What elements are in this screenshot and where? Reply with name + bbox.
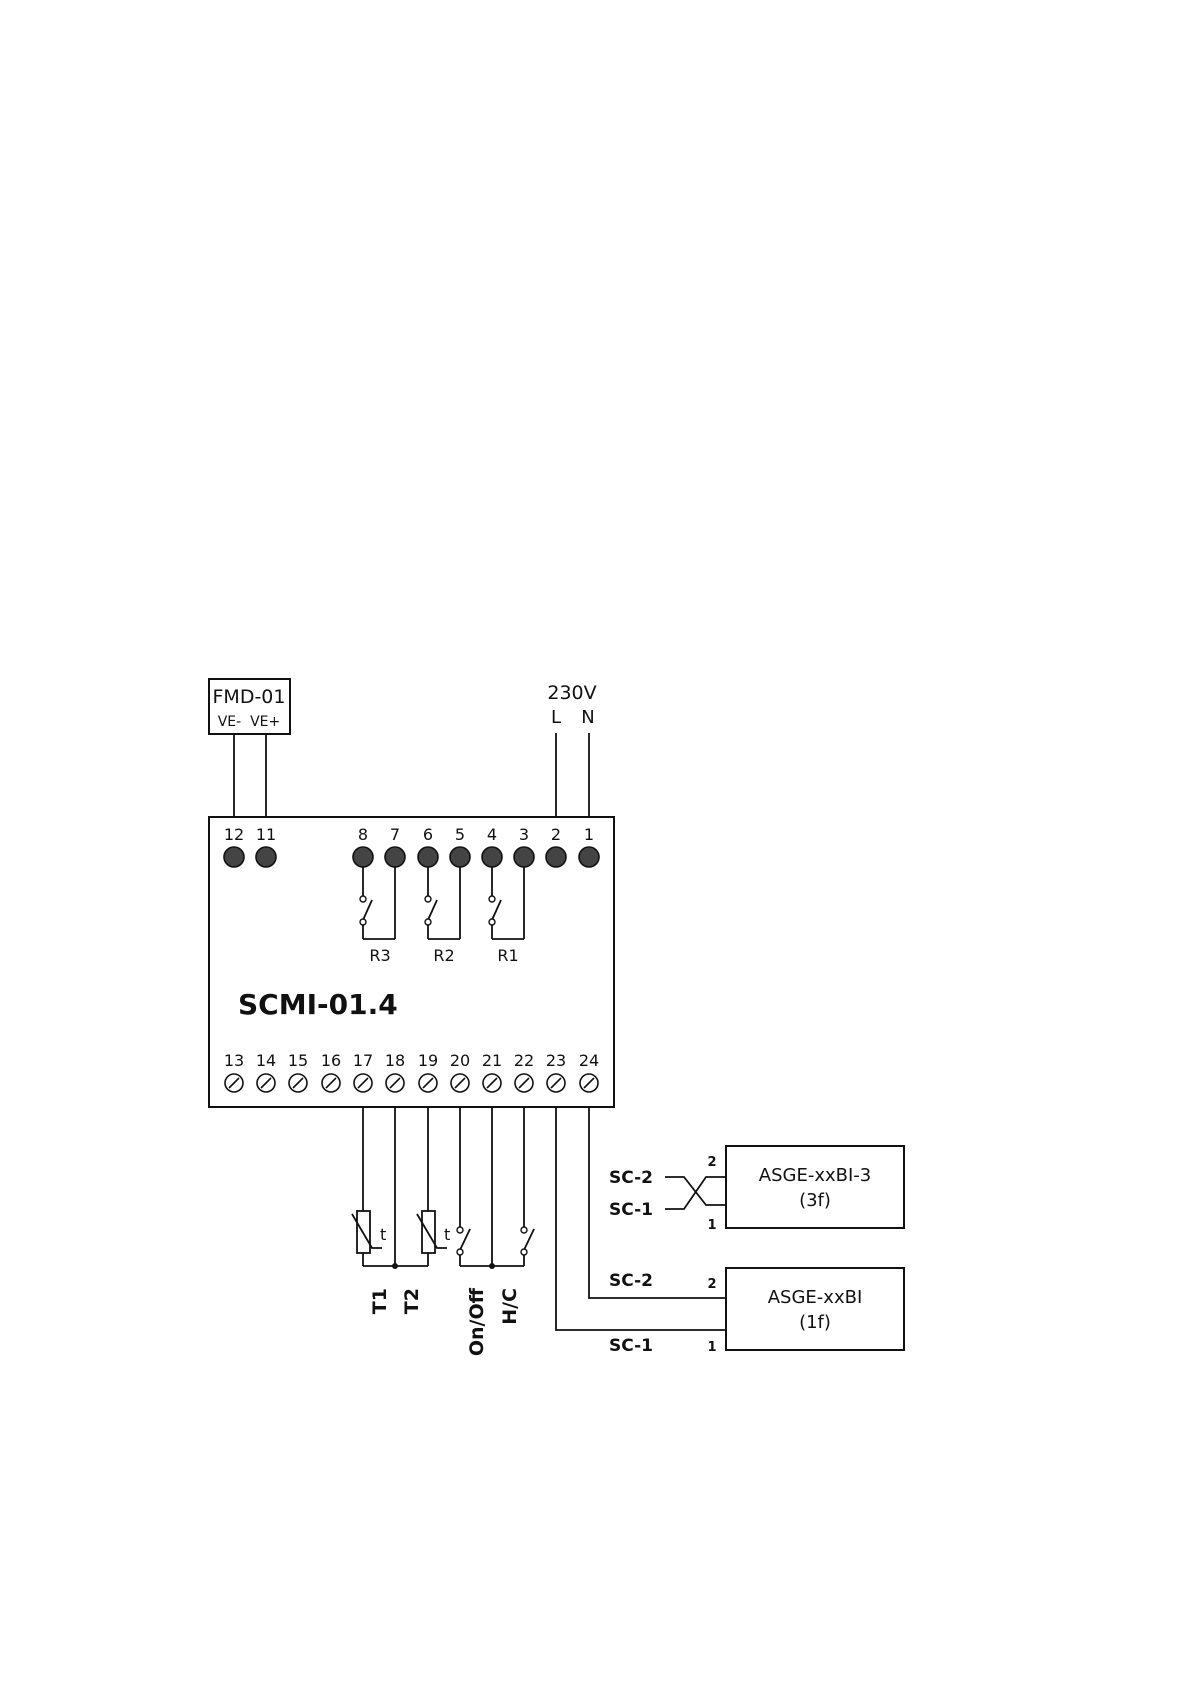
bottom-terminal-number: 24 <box>579 1051 599 1070</box>
top-terminal-number: 6 <box>423 825 433 844</box>
terminal-6 <box>418 847 438 867</box>
switch-h-c <box>492 1107 534 1266</box>
top-terminal-number: 4 <box>487 825 497 844</box>
bottom-terminal-number: 19 <box>418 1051 438 1070</box>
terminal-7 <box>385 847 405 867</box>
asge-xxbi-pin-1: 1 <box>707 1340 716 1355</box>
relay-label-r1: R1 <box>497 946 518 965</box>
asge-xxbi-3-title: ASGE-xxBI-3 <box>759 1165 871 1186</box>
asge-xxbi-sc1-label: SC-1 <box>609 1336 653 1356</box>
terminal-16 <box>322 1074 340 1092</box>
fmd-01-pins: VE- VE+ <box>218 714 281 730</box>
terminal-22 <box>515 1074 533 1092</box>
asge-xxbi-sc2-label: SC-2 <box>609 1271 653 1291</box>
bottom-terminal-number: 22 <box>514 1051 534 1070</box>
top-terminal-number: 2 <box>551 825 561 844</box>
asge-xxbi-subtitle: (1f) <box>799 1312 831 1333</box>
thermistor-t1-symbol-label: t <box>380 1225 386 1244</box>
top-input-wires <box>234 733 589 817</box>
sensor-wiring: t t <box>352 1107 534 1269</box>
top-terminal-number: 7 <box>390 825 400 844</box>
terminal-21 <box>483 1074 501 1092</box>
supply-n-label: N <box>581 707 594 728</box>
top-terminal-number: 5 <box>455 825 465 844</box>
asge-xxbi-box <box>726 1268 904 1350</box>
terminal-18 <box>386 1074 404 1092</box>
terminal-8 <box>353 847 373 867</box>
terminal-11 <box>256 847 276 867</box>
terminal-13 <box>225 1074 243 1092</box>
terminal-5 <box>450 847 470 867</box>
terminal-17 <box>354 1074 372 1092</box>
terminal-4 <box>482 847 502 867</box>
top-terminal-number: 8 <box>358 825 368 844</box>
bottom-terminal-number: 23 <box>546 1051 566 1070</box>
terminal-12 <box>224 847 244 867</box>
terminal-20 <box>451 1074 469 1092</box>
relay-label-r2: R2 <box>433 946 454 965</box>
terminal-2 <box>546 847 566 867</box>
asge-xxbi-3-device: ASGE-xxBI-3 (3f) 2 1 SC-2 SC-1 <box>609 1146 904 1233</box>
terminal-1 <box>579 847 599 867</box>
relay-label-r3: R3 <box>369 946 390 965</box>
bottom-terminal-number: 17 <box>353 1051 373 1070</box>
top-terminal-number: 11 <box>256 825 276 844</box>
label-on-off: On/Off <box>466 1287 488 1356</box>
supply-voltage: 230V <box>547 682 596 704</box>
bottom-terminal-number: 14 <box>256 1051 276 1070</box>
terminal-14 <box>257 1074 275 1092</box>
bottom-terminal-number: 18 <box>385 1051 405 1070</box>
asge-xxbi-3-pin-2: 2 <box>707 1155 716 1170</box>
bottom-terminal-number: 16 <box>321 1051 341 1070</box>
terminal-23 <box>547 1074 565 1092</box>
fmd-01-title: FMD-01 <box>213 686 286 708</box>
thermistor-t1-symbol: t <box>352 1211 386 1253</box>
asge-xxbi-pin-2: 2 <box>707 1277 716 1292</box>
bottom-terminal-number: 13 <box>224 1051 244 1070</box>
label-t1: T1 <box>369 1288 391 1314</box>
top-terminal-number: 3 <box>519 825 529 844</box>
top-terminal-number: 12 <box>224 825 244 844</box>
supply-l-label: L <box>551 707 561 728</box>
terminal-15 <box>289 1074 307 1092</box>
power-supply-label: 230V L N <box>547 682 596 728</box>
top-terminal-number: 1 <box>584 825 594 844</box>
asge-xxbi-3-box <box>726 1146 904 1228</box>
asge-xxbi-3-sc1-label: SC-1 <box>609 1200 653 1220</box>
thermistor-t2-symbol-label: t <box>444 1225 450 1244</box>
asge-xxbi-3-pin-1: 1 <box>707 1218 716 1233</box>
switch-on-off <box>457 1107 492 1266</box>
terminal-24 <box>580 1074 598 1092</box>
label-h-c: H/C <box>499 1288 521 1325</box>
terminal-3 <box>514 847 534 867</box>
label-t2: T2 <box>401 1288 423 1314</box>
asge-xxbi-3-sc2-label: SC-2 <box>609 1168 653 1188</box>
terminal-19 <box>419 1074 437 1092</box>
fmd-01-device: FMD-01 VE- VE+ <box>209 679 290 734</box>
asge-xxbi-title: ASGE-xxBI <box>768 1287 863 1308</box>
thermistor-t2-symbol: t <box>417 1211 450 1253</box>
asge-xxbi-3-subtitle: (3f) <box>799 1190 831 1211</box>
bottom-terminal-number: 21 <box>482 1051 502 1070</box>
module-title: SCMI-01.4 <box>238 988 398 1021</box>
bottom-terminal-number: 15 <box>288 1051 308 1070</box>
bottom-terminal-number: 20 <box>450 1051 470 1070</box>
asge-xxbi-device: ASGE-xxBI (1f) 2 1 SC-2 SC-1 <box>609 1268 904 1356</box>
